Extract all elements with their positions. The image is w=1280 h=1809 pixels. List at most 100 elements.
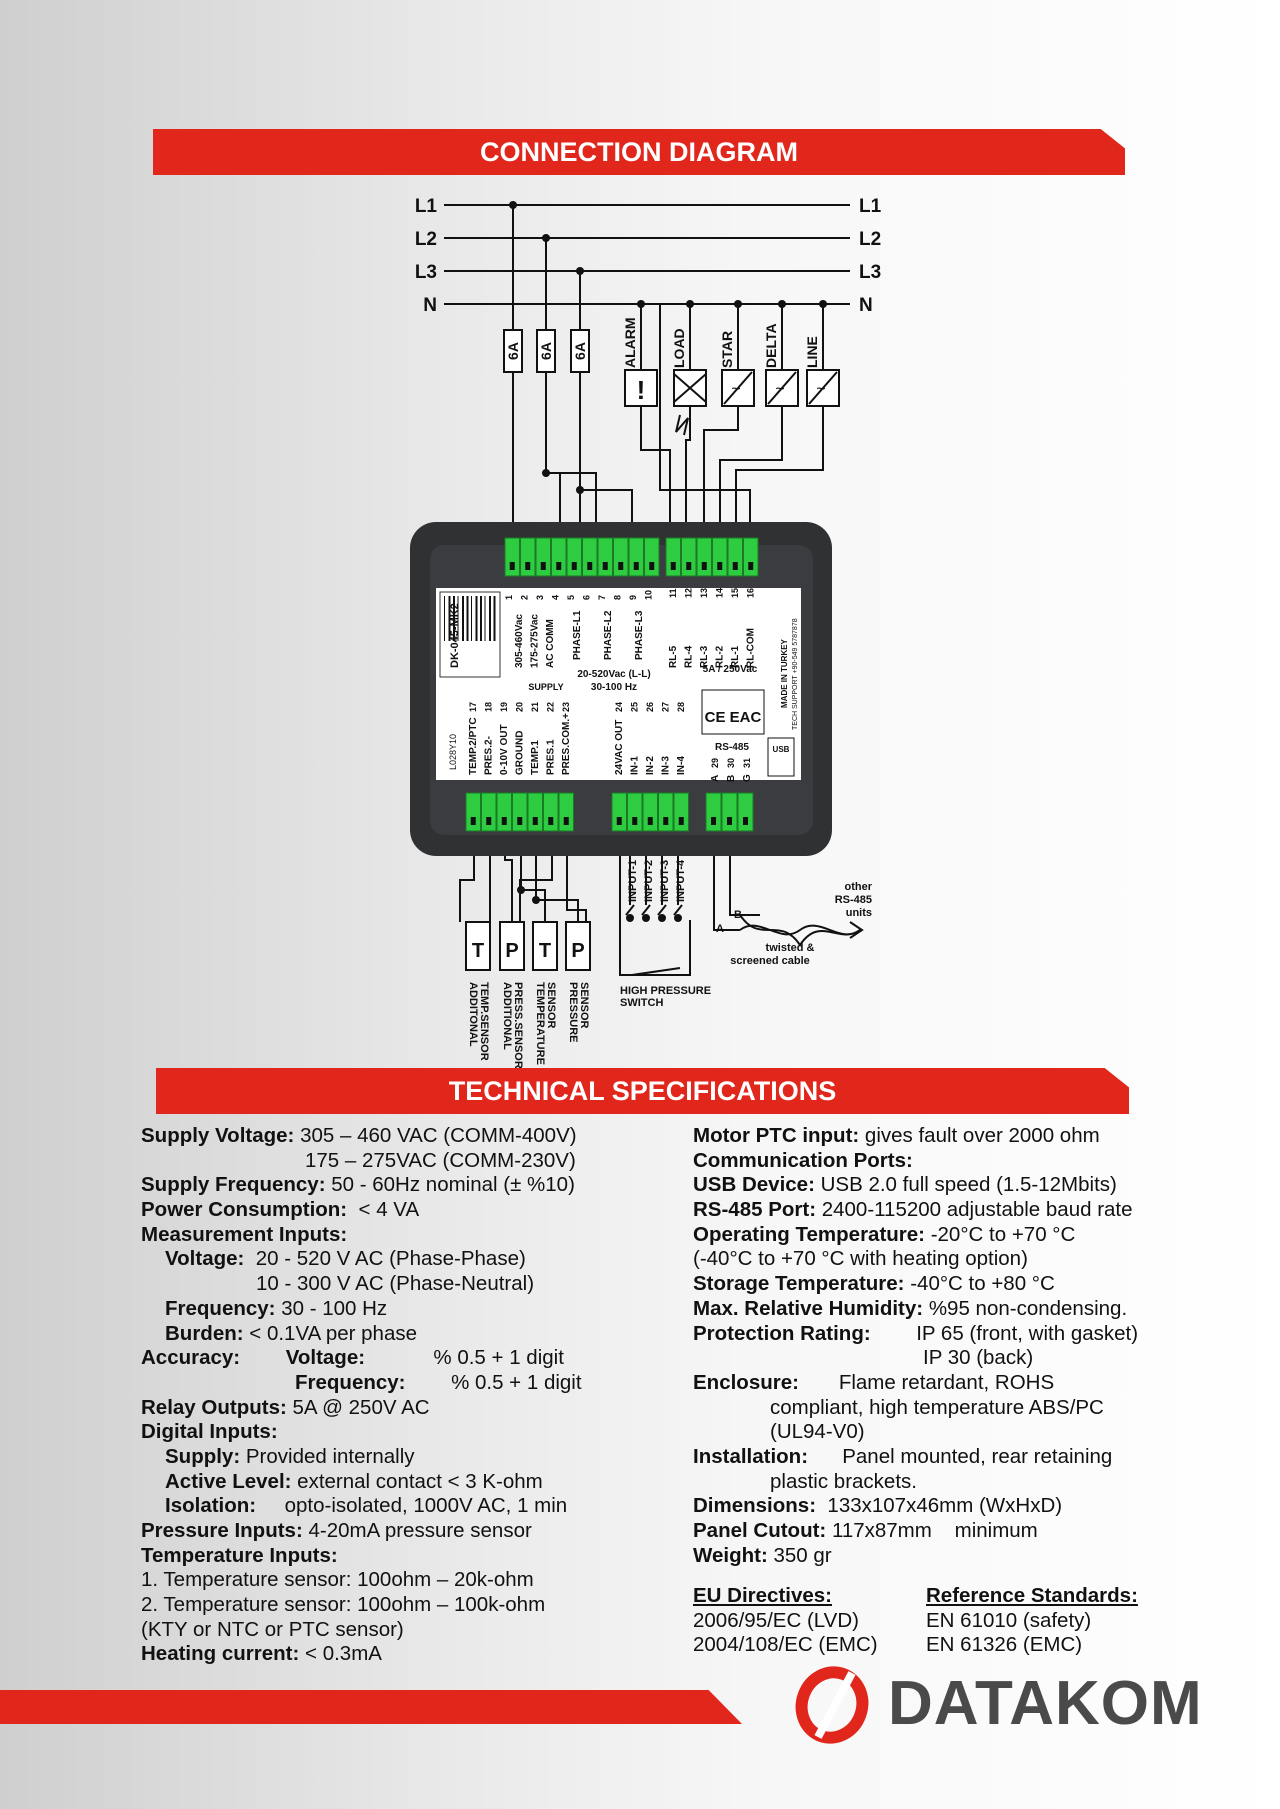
terminal-number: 6 xyxy=(582,595,592,600)
sensor-label: ADDITONAL xyxy=(467,982,479,1047)
spec-value: IP 30 (back) xyxy=(923,1346,1034,1370)
rs485-other-label: units xyxy=(846,907,872,919)
terminal-label: IN-3 xyxy=(661,756,672,775)
spec-line: 175 – 275VAC (COMM-230V) xyxy=(141,1149,701,1174)
spec-line: 2. Temperature sensor: 100ohm – 100k-ohm xyxy=(141,1593,701,1618)
spec-line: Protection Rating: IP 65 (front, with ga… xyxy=(693,1322,1193,1347)
switch-symbol xyxy=(673,904,683,916)
terminal-screw xyxy=(616,817,622,825)
terminal-screw xyxy=(647,817,653,825)
input-label: INPUT-2 xyxy=(643,860,655,902)
sensor-symbol: P xyxy=(505,940,518,962)
spec-value: IP 65 (front, with gasket) xyxy=(870,1321,1139,1345)
barcode-bar xyxy=(448,596,451,641)
terminal-number: 24 xyxy=(614,702,624,712)
rs485-wire xyxy=(729,831,760,916)
output-label: ALARM xyxy=(622,317,638,368)
output-wire xyxy=(640,406,671,540)
spec-line: Communication Ports: xyxy=(693,1149,1193,1174)
junction-dot xyxy=(626,914,634,922)
terminal-top-right xyxy=(712,537,728,577)
terminal-label: 0-10V OUT xyxy=(499,724,510,775)
terminal-number: 5 xyxy=(566,595,576,600)
usb-label: USB xyxy=(773,745,790,754)
terminal-label: A xyxy=(710,775,721,782)
spec-line: Power Consumption: < 4 VA xyxy=(141,1198,701,1223)
terminal-screw xyxy=(517,817,523,825)
terminal-number: 3 xyxy=(535,595,545,600)
terminal-top-left xyxy=(628,537,644,577)
sensor-box xyxy=(465,921,491,971)
output-label: STAR xyxy=(719,331,735,368)
terminal-number: 12 xyxy=(684,588,694,598)
contactor-slash xyxy=(808,371,838,405)
sensor-label: PRESSURE xyxy=(567,982,579,1043)
terminal-top-left xyxy=(597,537,613,577)
terminal-label: RL-COM xyxy=(746,628,757,668)
cable-arrow xyxy=(849,921,864,939)
spec-line: Dimensions: 133x107x46mm (WxHxD) xyxy=(693,1494,1193,1519)
terminal-bottom-left xyxy=(512,792,528,832)
terminal-bottom-left xyxy=(527,792,543,832)
barcode-bar xyxy=(471,596,472,641)
spec-label: Weight: xyxy=(693,1543,768,1567)
terminal-screw xyxy=(563,817,569,825)
high-pressure-label: SWITCH xyxy=(620,997,663,1009)
sensor-symbol: T xyxy=(539,940,551,962)
fuse-wire xyxy=(545,372,561,540)
terminal-label: TEMP.1 xyxy=(530,740,541,775)
reference-standards-title: Reference Standards: xyxy=(926,1584,1138,1607)
spec-value: 20 - 520 V AC (Phase-Phase) xyxy=(244,1247,526,1271)
connection-diagram-title: CONNECTION DIAGRAM xyxy=(480,136,798,167)
cable-label: twisted & xyxy=(766,942,815,954)
terminal-number: 20 xyxy=(515,702,525,712)
terminal-screw xyxy=(571,562,577,570)
spec-label: Accuracy: Voltage: xyxy=(141,1346,366,1370)
fuse-label: 6A xyxy=(505,342,521,360)
eu-directive: 2004/108/EC (EMC) xyxy=(693,1633,878,1657)
phase-label-right: L3 xyxy=(859,262,881,283)
spec-label: Measurement Inputs: xyxy=(141,1222,348,1246)
terminal-screw xyxy=(663,817,669,825)
connection-diagram-banner: CONNECTION DIAGRAM xyxy=(153,129,1125,175)
tilde-symbol: ~ xyxy=(731,381,740,398)
terminal-label: PHASE-L3 xyxy=(634,610,645,660)
measure-label: 20-520Vac (L-L) xyxy=(577,669,650,680)
spec-line: (UL94-V0) xyxy=(693,1420,1193,1445)
spec-line: plastic brackets. xyxy=(693,1470,1193,1495)
barcode-bar xyxy=(453,596,455,641)
spec-value: gives fault over 2000 ohm xyxy=(859,1124,1100,1147)
terminal-screw xyxy=(633,562,639,570)
terminal-bottom-left xyxy=(481,792,497,832)
terminal-bottom-mid xyxy=(642,792,658,832)
terminal-rs485 xyxy=(721,792,738,832)
terminal-number: 10 xyxy=(644,590,654,600)
model-label: DK-045-MK2 xyxy=(449,603,461,668)
sensor-label: ADDITIONAL xyxy=(501,982,513,1050)
tech-support-label: TECH SUPPORT +90-549 5787878 xyxy=(792,618,799,730)
barcode-bar xyxy=(444,596,445,641)
terminal-label: B xyxy=(726,775,737,782)
fuse-label: 6A xyxy=(572,342,588,360)
spec-value: 10 - 300 V AC (Phase-Neutral) xyxy=(256,1272,535,1296)
switch-symbol xyxy=(631,967,681,976)
spec-line: IP 30 (back) xyxy=(693,1346,1193,1371)
phase-label-left: L1 xyxy=(415,196,438,217)
spec-value: (-40°C to +70 °C with heating option) xyxy=(693,1247,1028,1271)
spec-value: < 0.1VA per phase xyxy=(243,1321,418,1345)
terminal-screw xyxy=(556,562,562,570)
terminal-top-left xyxy=(504,537,520,577)
sensor-label: TEMPERATURE xyxy=(534,982,546,1065)
spec-line: (KTY or NTC or PTC sensor) xyxy=(141,1618,701,1643)
spec-label: Power Consumption: xyxy=(141,1198,348,1222)
terminal-label: PHASE-L1 xyxy=(572,610,583,660)
terminal-screw xyxy=(649,562,655,570)
terminal-label: RL-1 xyxy=(730,645,741,668)
cable-label: screened cable xyxy=(730,955,810,967)
spec-value: opto-isolated, 1000V AC, 1 min xyxy=(256,1494,568,1518)
terminal-number: 4 xyxy=(551,595,561,600)
terminal-number: 28 xyxy=(676,702,686,712)
terminal-screw xyxy=(711,817,716,825)
phase-label-right: L2 xyxy=(859,229,881,250)
